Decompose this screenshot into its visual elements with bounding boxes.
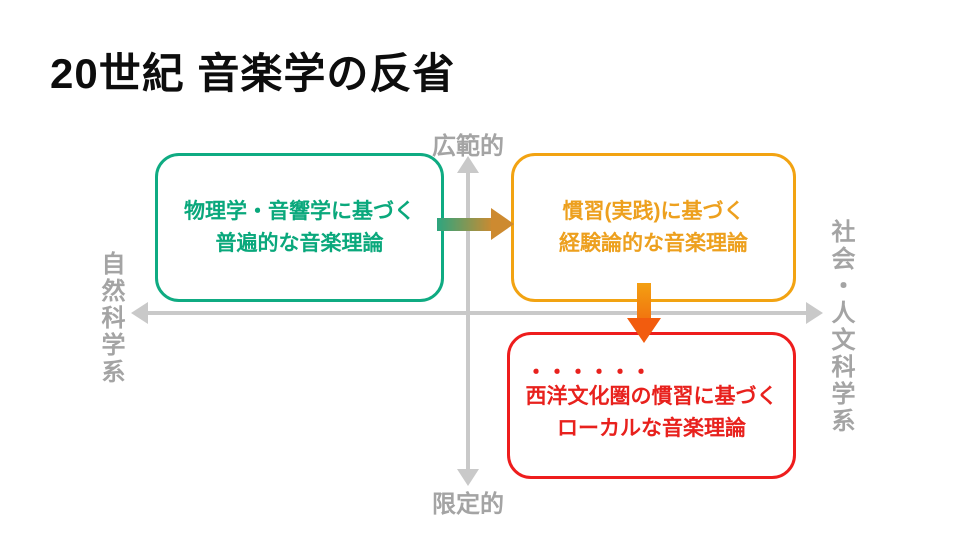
emphasis-dots: ・・・・・・: [525, 361, 652, 384]
gradient-arrow-right-body: [437, 218, 493, 231]
theory-box-physics-acoustics: 物理学・音響学に基づく 普遍的な音楽理論: [155, 153, 444, 302]
theory-box-line1: 物理学・音響学に基づく: [184, 199, 415, 223]
arrow-up-icon: [457, 156, 479, 173]
arrow-right-icon: [806, 302, 823, 324]
arrow-left-icon: [131, 302, 148, 324]
horizontal-axis-line: [148, 311, 808, 315]
theory-box-line2: 経験論的な音楽理論: [559, 231, 748, 255]
slide-title: 20世紀 音楽学の反省: [50, 50, 456, 97]
vertical-axis-line: [466, 170, 470, 472]
axis-label-limited: 限定的: [432, 491, 504, 518]
theory-box-local-western: ・・・・・・ 西洋文化圏の慣習に基づく ローカルな音楽理論: [507, 332, 796, 479]
orange-arrow-down-head-icon: [627, 318, 661, 343]
theory-box-line1: 慣習(実践)に基づく: [562, 199, 745, 223]
axis-label-broad: 広範的: [432, 133, 504, 160]
theory-box-line2: ローカルな音楽理論: [557, 417, 746, 440]
theory-box-line2: 普遍的な音楽理論: [215, 231, 384, 255]
theory-box-empirical: 慣習(実践)に基づく 経験論的な音楽理論: [511, 153, 796, 302]
theory-box-line1: 西洋文化圏の慣習に基づく: [525, 385, 778, 408]
emphasized-line-wrap: ・・・・・・ 西洋文化圏の慣習に基づく: [525, 361, 778, 413]
axis-label-social-humanities: 社会・人文科学系: [827, 219, 854, 435]
gradient-arrow-right-head-icon: [491, 208, 514, 240]
arrow-down-icon: [457, 469, 479, 486]
axis-label-natural-science: 自然科学系: [97, 251, 124, 386]
orange-arrow-down-body: [637, 283, 651, 319]
